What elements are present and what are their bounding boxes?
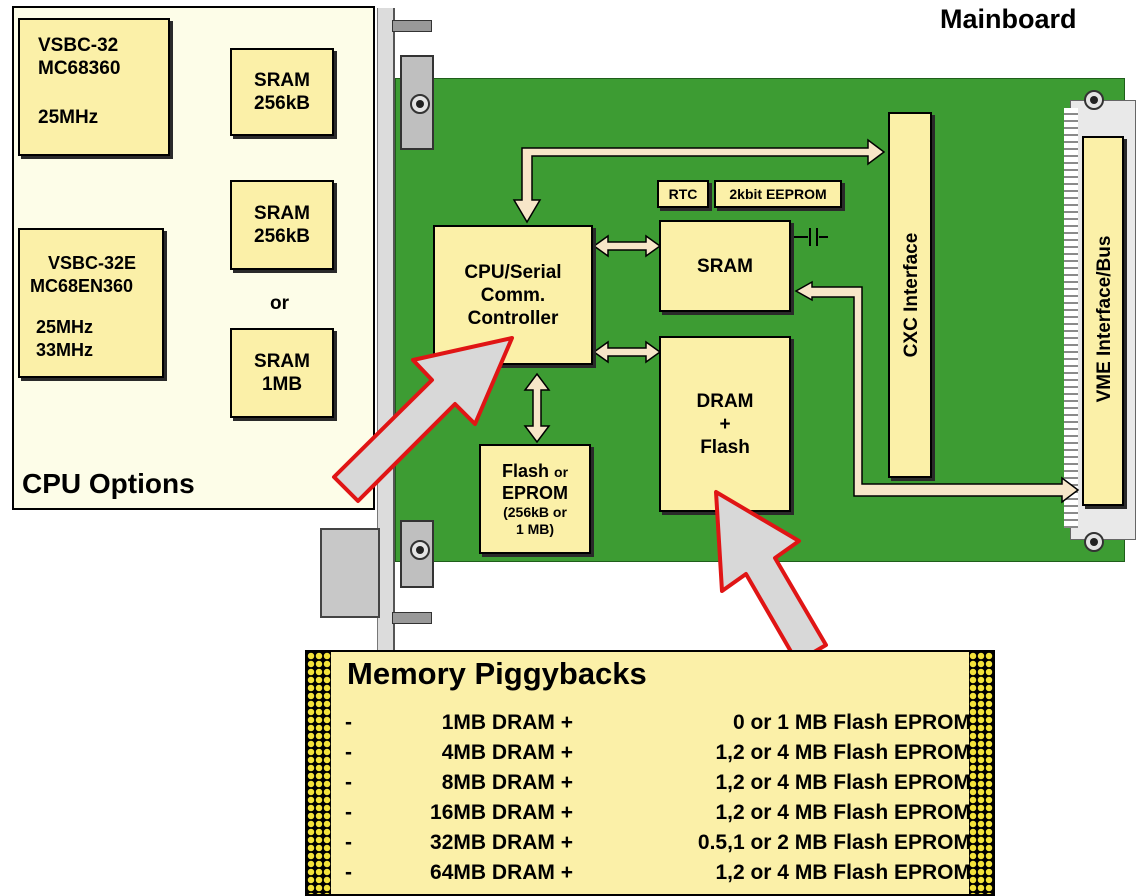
bus-arrow-cpu-cxc [512, 138, 886, 224]
vme-interface-block: VME Interface/Bus [1082, 136, 1124, 506]
page-title: Mainboard [940, 4, 1077, 34]
vsbc32e-block: VSBC-32E MC68EN360 25MHz 33MHz [18, 228, 164, 378]
rtc-chip: RTC [657, 180, 709, 208]
row-flash: 1,2 or 4 MB Flash EPROM [715, 741, 971, 764]
screw-icon [1084, 532, 1104, 552]
row-dash: - [345, 741, 352, 764]
or-label: or [270, 293, 289, 314]
flash-eprom-block: Flash or EPROM (256kB or 1 MB) [479, 444, 591, 554]
vsbc32-block: VSBC-32 MC68360 25MHz [18, 18, 170, 156]
screw-icon [410, 540, 430, 560]
memory-piggybacks-panel: Memory Piggybacks - 1MB DRAM + 0 or 1 MB F… [305, 650, 995, 896]
dotted-border-right [969, 652, 993, 894]
eeprom-chip: 2kbit EEPROM [714, 180, 842, 208]
dram-flash-block: DRAM+Flash [659, 336, 791, 512]
bus-arrow-cpu-flash [523, 372, 551, 444]
row-flash: 1,2 or 4 MB Flash EPROM [715, 771, 971, 794]
row-flash: 1,2 or 4 MB Flash EPROM [715, 801, 971, 824]
row-dram: 4MB DRAM + [441, 741, 573, 764]
row-dash: - [345, 801, 352, 824]
sram-block: SRAM [659, 220, 791, 312]
panel-pin-icon [392, 20, 432, 32]
row-dram: 32MB DRAM + [430, 831, 573, 854]
cpu-options-label: CPU Options [22, 468, 195, 499]
vme-pins [1064, 108, 1078, 528]
row-dram: 8MB DRAM + [441, 771, 573, 794]
screw-icon [1084, 90, 1104, 110]
row-dram: 16MB DRAM + [430, 801, 573, 824]
row-flash: 0.5,1 or 2 MB Flash EPROM [697, 831, 971, 854]
cxc-interface-block: CXC Interface [888, 112, 932, 478]
panel-handle [320, 528, 380, 618]
screw-icon [410, 94, 430, 114]
row-dram: 1MB DRAM + [441, 711, 573, 734]
pointer-arrow-dram [714, 490, 828, 664]
row-dash: - [345, 861, 352, 884]
pointer-arrow-cpu [332, 336, 514, 503]
piggyback-title: Memory Piggybacks [347, 656, 647, 691]
row-dash: - [345, 711, 352, 734]
row-dash: - [345, 771, 352, 794]
row-dash: - [345, 831, 352, 854]
capacitor-icon [792, 228, 828, 246]
dotted-border-left [307, 652, 331, 894]
bus-arrow-vme-sram [794, 280, 1080, 504]
panel-pin-icon [392, 612, 432, 624]
row-dram: 64MB DRAM + [430, 861, 573, 884]
row-flash: 0 or 1 MB Flash EPROM [732, 711, 971, 734]
row-flash: 1,2 or 4 MB Flash EPROM [715, 861, 971, 884]
